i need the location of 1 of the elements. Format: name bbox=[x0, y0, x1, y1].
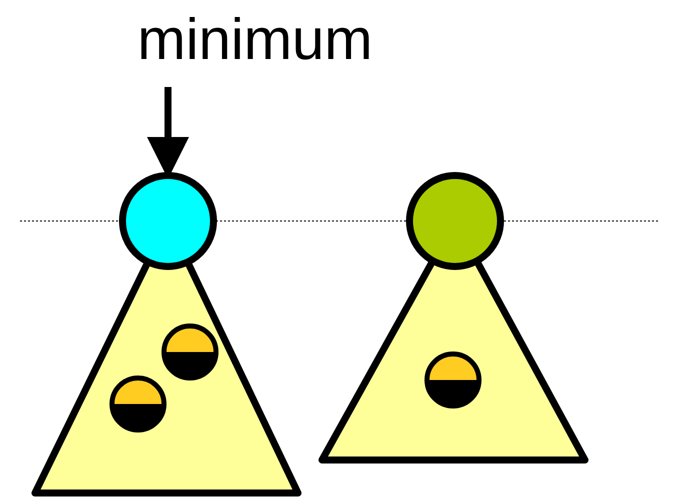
node-label: minimum bbox=[120, 5, 390, 75]
